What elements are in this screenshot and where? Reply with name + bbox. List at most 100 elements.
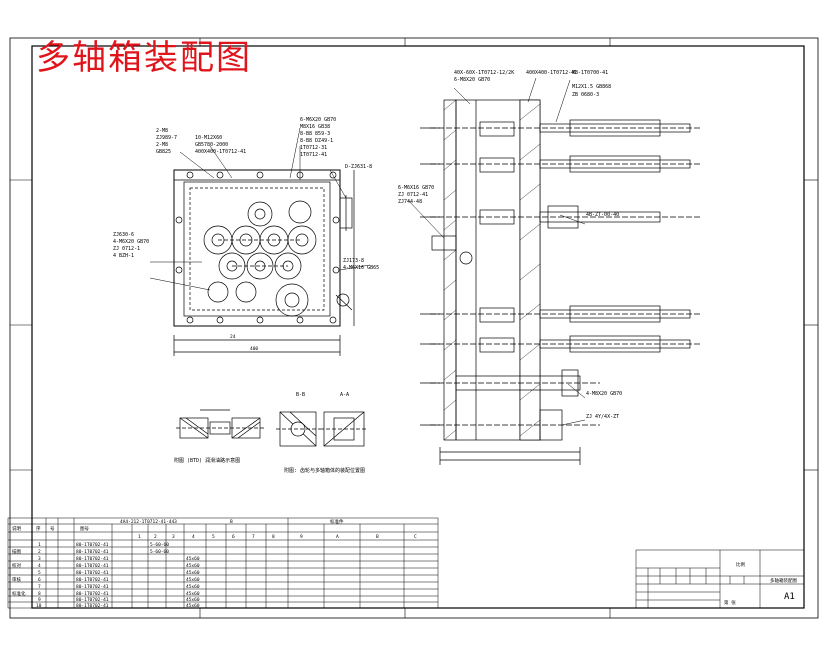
- callout: 4B-ZT-00-40: [586, 212, 619, 218]
- title-block: [635, 549, 805, 609]
- table-cell: 80-1T0702-41: [76, 542, 109, 548]
- callout: 400X400-1T0712-41: [195, 149, 246, 155]
- table-cell: 5-60-60: [150, 542, 169, 548]
- section-title-a-a: A-A: [340, 392, 349, 398]
- callout: 40X-60X-1T0712-12/2K: [454, 70, 514, 76]
- table-cell: 45x60: [186, 597, 200, 603]
- callout: 4-M6X16 GB65: [343, 265, 379, 271]
- parts-table: [7, 517, 439, 609]
- callout: 4 BZH-1: [113, 253, 134, 259]
- callout: ZJ989-7: [156, 135, 177, 141]
- callout: ZJ 0712-41: [398, 192, 428, 198]
- column-label: 1: [138, 534, 141, 540]
- table-header-right: 标准件: [330, 518, 344, 525]
- side-label: 审核: [12, 576, 21, 583]
- section-a-a: [320, 411, 368, 447]
- table-cell: 8: [38, 591, 41, 597]
- parts-table-text: 4A4-212-1T0712-41-443 B 标准件 序 号 图号 1 2 3…: [12, 518, 417, 609]
- callout: D-ZJ631-8: [345, 164, 372, 170]
- column-label: C: [414, 534, 417, 540]
- table-cell: 2: [38, 549, 41, 555]
- callout: 6-M8X20 GB70: [454, 77, 490, 83]
- callout: ZJ630-6: [113, 232, 134, 238]
- svg-text:400: 400: [250, 346, 258, 352]
- table-cell: 80-1T0702-41: [76, 584, 109, 590]
- table-cell: 45x60: [186, 570, 200, 576]
- table-cell: 45x60: [186, 556, 200, 562]
- caption-lubrication: 附图 (BTD) 润滑油路示意图: [174, 457, 240, 464]
- side-label: 校对: [12, 562, 21, 569]
- caption-assembly: 附图: 齿轮与多轴箱体的装配位置图: [284, 467, 365, 474]
- table-header-mid: B: [230, 519, 233, 525]
- table-cell: 7: [38, 584, 41, 590]
- callout: 400X400-1T0712-41: [526, 70, 577, 76]
- front-view-callouts: 2-M8 ZJ989-7 2-M8 GB825 10-M12X60 GB5780…: [113, 117, 379, 271]
- title-block-scale: 比例: [736, 561, 745, 568]
- callout: ZJ 0712-1: [113, 246, 140, 252]
- callout: 2-M8: [156, 128, 168, 134]
- column-label: 5: [212, 534, 215, 540]
- callout: 8-B8 859-3: [300, 131, 330, 137]
- side-view-callouts: 40X-60X-1T0712-12/2K 6-M8X20 GB70 400X40…: [398, 70, 622, 420]
- side-label: 说明: [12, 525, 21, 532]
- table-cell: 80-1T0702-41: [76, 563, 109, 569]
- drawing-title: 多轴箱装配图: [36, 38, 252, 78]
- table-cell: 45x60: [186, 563, 200, 569]
- column-label: 序: [36, 525, 41, 532]
- section-title-b-b: B-B: [296, 392, 305, 398]
- callout: ZB 0680-3: [572, 92, 599, 98]
- column-label: 3: [172, 534, 175, 540]
- column-label: B: [376, 534, 379, 540]
- sheet-size-label: A1: [784, 592, 795, 602]
- table-cell: 4: [38, 563, 41, 569]
- column-label: 4: [192, 534, 195, 540]
- callout: 6-M6X20 GB70: [300, 117, 336, 123]
- column-label: 图号: [80, 526, 89, 532]
- callout: M12X1.5 GB868: [572, 84, 611, 90]
- callout: ZJ744-48: [398, 199, 422, 205]
- title-block-text: 多轴箱装配图 比例 第 张: [724, 561, 797, 606]
- table-cell: 80-1T0702-41: [76, 603, 109, 609]
- column-label: 2: [154, 534, 157, 540]
- table-cell: 45x60: [186, 577, 200, 583]
- column-label: 6: [232, 534, 235, 540]
- title-block-company: 多轴箱装配图: [770, 577, 797, 584]
- callout: GB825: [156, 149, 171, 155]
- column-label: A: [336, 534, 339, 540]
- section-b-b: [276, 411, 320, 447]
- front-view: [173, 169, 355, 356]
- table-cell: 3: [38, 556, 41, 562]
- callout: ZJ173-8: [343, 258, 364, 264]
- spindle: [430, 155, 700, 173]
- spindle: [430, 335, 700, 353]
- table-cell: 9: [38, 597, 41, 603]
- side-label: 标准化: [12, 590, 26, 597]
- table-cell: 10: [36, 603, 42, 609]
- callout: 10-M12X60: [195, 135, 222, 141]
- column-label: 9: [300, 534, 303, 540]
- lubrication-detail: [176, 409, 266, 439]
- table-cell: 45x60: [186, 584, 200, 590]
- table-cell: 80-1T0702-41: [76, 591, 109, 597]
- table-cell: 5: [38, 570, 41, 576]
- table-cell: 45x60: [186, 591, 200, 597]
- column-label: 8: [272, 534, 275, 540]
- table-cell: 6: [38, 577, 41, 583]
- callout: ZJ 4Y/4X-ZT: [586, 414, 619, 420]
- callout: 1T0712-31: [300, 145, 327, 151]
- side-label: 描图: [12, 548, 21, 555]
- callout: 2-M8: [156, 142, 168, 148]
- table-header-left: 4A4-212-1T0712-41-443: [120, 519, 177, 525]
- table-cell: 1: [38, 542, 41, 548]
- title-block-sheet: 第 张: [724, 599, 736, 606]
- spindle: [430, 305, 700, 323]
- table-cell: 80-1T0702-41: [76, 570, 109, 576]
- column-label: 7: [252, 534, 255, 540]
- spindle: [430, 205, 700, 229]
- spindle: [430, 119, 700, 137]
- callout: 8-B8 DZ49-1: [300, 138, 333, 144]
- column-label: 号: [50, 526, 55, 532]
- callout: 1T0712-41: [300, 152, 327, 158]
- table-cell: 80-1T0702-41: [76, 549, 109, 555]
